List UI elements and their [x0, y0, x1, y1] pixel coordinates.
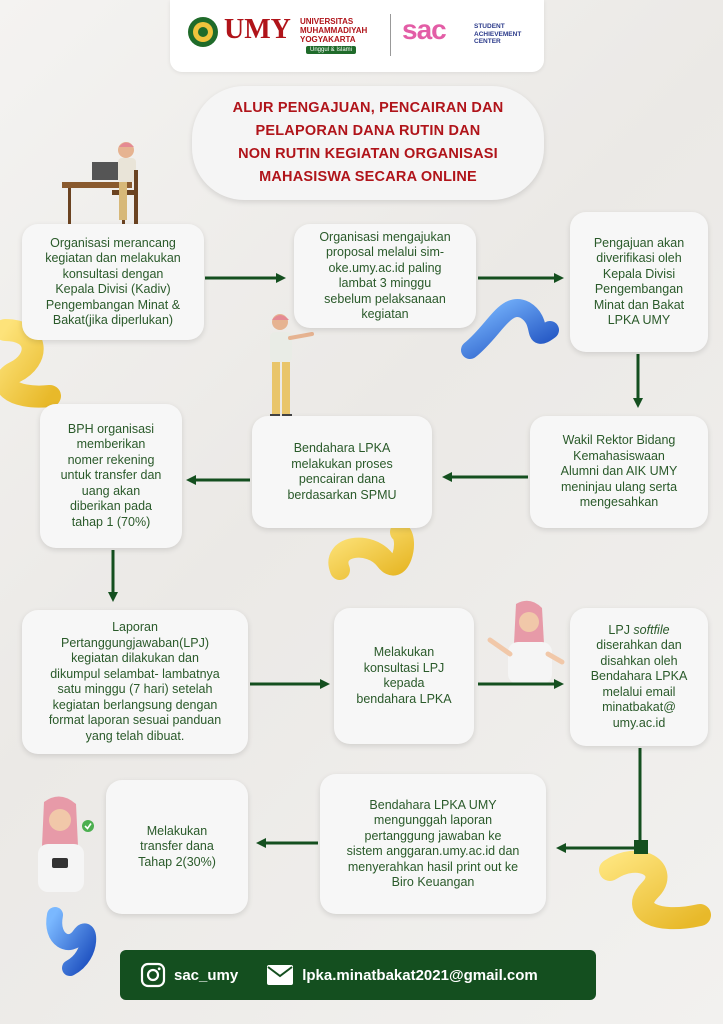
yellow-squiggle-left — [0, 319, 61, 408]
person-at-desk-illustration — [62, 142, 138, 228]
step-text-5: Bendahara LPKA melakukan proses pencaira… — [287, 441, 397, 502]
page-title: ALUR PENGAJUAN, PENCAIRAN DAN PELAPORAN … — [192, 86, 544, 200]
logo-divider — [390, 14, 391, 56]
step-text-6: BPH organisasi memberikan nomer rekening… — [60, 421, 162, 529]
step-text-10: Bendahara LPKA UMY mengunggah laporan pe… — [346, 797, 520, 890]
blue-squiggle-top — [461, 299, 559, 359]
step-card-6: BPH organisasi memberikan nomer rekening… — [40, 404, 182, 548]
step-card-8: Melakukan konsultasi LPJ kepada bendahar… — [334, 608, 474, 744]
title-line-3: NON RUTIN KEGIATAN ORGANISASI — [238, 146, 498, 162]
step-text-3: Pengajuan akan diverifikasi oleh Kepala … — [593, 235, 685, 328]
title-line-2: PELAPORAN DANA RUTIN DAN — [255, 123, 481, 139]
title-line-1: ALUR PENGAJUAN, PENCAIRAN DAN — [232, 100, 504, 116]
email-icon — [267, 965, 294, 985]
yellow-squiggle-bottom-right — [599, 850, 711, 930]
step-card-9: LPJ softfile diserahkan dan disahkan ole… — [570, 608, 708, 746]
sac-logo-text: sac — [402, 14, 447, 45]
sac-name-line-3: CENTER — [474, 38, 501, 45]
step-card-11: Melakukan transfer dana Tahap 2(30%) — [106, 780, 248, 914]
hijab-woman-pointing-illustration — [487, 600, 565, 684]
university-name-line-1: UNIVERSITAS — [300, 17, 354, 26]
step-text-1: Organisasi merancang kegiatan dan melaku… — [45, 235, 181, 328]
step-card-10: Bendahara LPKA UMY mengunggah laporan pe… — [320, 774, 546, 914]
step-text-7: Laporan Pertanggungjawaban(LPJ) kegiatan… — [48, 620, 222, 743]
step-card-7: Laporan Pertanggungjawaban(LPJ) kegiatan… — [22, 610, 248, 754]
step9-emphasis: softfile — [633, 622, 670, 637]
umy-logo-text: UMY — [224, 14, 291, 45]
instagram-icon — [140, 962, 166, 988]
umy-tagline: Unggul & Islami — [306, 46, 357, 54]
university-name-line-3: YOGYAKARTA — [300, 35, 356, 44]
step9-lead: LPJ — [608, 622, 634, 637]
step-text-2: Organisasi mengajukan proposal melalui s… — [319, 229, 451, 322]
yellow-squiggle-middle — [328, 522, 414, 580]
step-card-3: Pengajuan akan diverifikasi oleh Kepala … — [570, 212, 708, 352]
university-name: UNIVERSITAS MUHAMMADIYAH YOGYAKARTA — [300, 17, 367, 44]
step-card-5: Bendahara LPKA melakukan proses pencaira… — [252, 416, 432, 528]
step9-rest: diserahkan dan disahkan oleh Bendahara L… — [590, 638, 688, 730]
step-card-2: Organisasi mengajukan proposal melalui s… — [294, 224, 476, 328]
sac-name-line-1: STUDENT — [474, 23, 505, 30]
logo-header: UMY UNIVERSITAS MUHAMMADIYAH YOGYAKARTA … — [170, 0, 544, 72]
email-address[interactable]: lpka.minatbakat2021@gmail.com — [302, 966, 538, 984]
arrow-step9-to-step10 — [556, 748, 642, 853]
step-text-4: Wakil Rektor Bidang Kemahasiswaan Alumni… — [560, 433, 678, 510]
step-text-9: LPJ softfile diserahkan dan disahkan ole… — [591, 623, 688, 732]
sac-name-line-2: ACHIEVEMENT — [474, 30, 522, 38]
instagram-handle[interactable]: sac_umy — [174, 966, 239, 984]
blue-squiggle-bottom-left — [46, 907, 97, 976]
sac-name: STUDENT ACHIEVEMENT CENTER — [474, 23, 521, 46]
step-text-8: Melakukan konsultasi LPJ kepada bendahar… — [356, 645, 452, 706]
umy-seal-icon — [188, 17, 218, 47]
university-name-line-2: MUHAMMADIYAH — [300, 26, 368, 35]
hijab-woman-phone-illustration — [38, 796, 94, 892]
step-card-4: Wakil Rektor Bidang Kemahasiswaan Alumni… — [530, 416, 708, 528]
step-text-11: Melakukan transfer dana Tahap 2(30%) — [138, 823, 216, 869]
step-card-1: Organisasi merancang kegiatan dan melaku… — [22, 224, 204, 340]
contact-footer: sac_umy lpka.minatbakat2021@gmail.com — [120, 950, 596, 1000]
title-line-4: MAHASISWA SECARA ONLINE — [259, 169, 477, 185]
